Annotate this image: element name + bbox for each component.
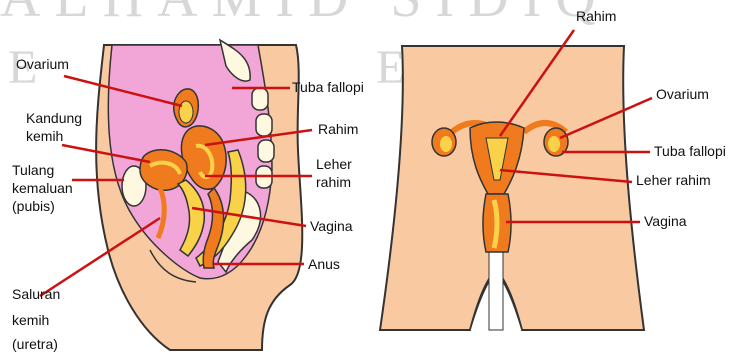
label-saluran-kemih-3: (uretra): [12, 336, 58, 353]
label-tuba-fallopi-right: Tuba fallopi: [654, 143, 726, 160]
right-front-view: [380, 46, 644, 330]
label-ovarium-left: Ovarium: [16, 56, 69, 73]
label-saluran-kemih-1: Saluran: [12, 286, 60, 303]
label-leher-rahim-1: Leher: [316, 156, 352, 173]
label-tulang-kemaluan-3: (pubis): [12, 198, 55, 215]
label-saluran-kemih-2: kemih: [12, 312, 49, 329]
label-leher-rahim-2: rahim: [316, 174, 351, 191]
label-rahim-right: Rahim: [576, 8, 616, 25]
label-tuba-fallopi-left: Tuba fallopi: [292, 79, 364, 96]
label-rahim-left: Rahim: [318, 121, 358, 138]
label-ovarium-right: Ovarium: [656, 86, 709, 103]
label-leher-rahim-right: Leher rahim: [636, 172, 711, 189]
label-vagina-left: Vagina: [310, 218, 353, 235]
label-kandung-kemih-1: Kandung: [26, 110, 82, 127]
label-tulang-kemaluan-1: Tulang: [12, 162, 54, 179]
left-side-view: [96, 40, 302, 350]
label-vagina-right: Vagina: [644, 213, 687, 230]
label-kandung-kemih-2: kemih: [26, 128, 63, 145]
label-tulang-kemaluan-2: kemaluan: [12, 180, 73, 197]
right-body-skin: [380, 46, 644, 330]
label-anus: Anus: [308, 256, 340, 273]
